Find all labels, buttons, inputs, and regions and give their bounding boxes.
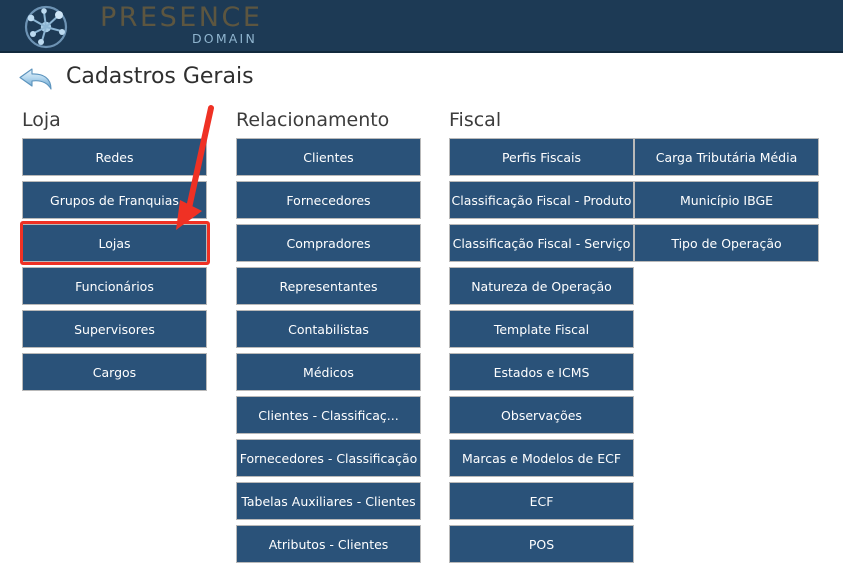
menu-button-cargos[interactable]: Cargos: [22, 353, 207, 391]
group-title-relacionamento: Relacionamento: [236, 109, 390, 131]
network-nodes-icon: [20, 3, 74, 51]
menu-button-observacoes[interactable]: Observações: [449, 396, 634, 434]
menu-button-estados-e-icms[interactable]: Estados e ICMS: [449, 353, 634, 391]
menu-button-fornecedores[interactable]: Fornecedores: [236, 181, 421, 219]
brand-wordmark: PRESENCE DOMAIN: [100, 1, 260, 51]
menu-button-pos[interactable]: POS: [449, 525, 634, 563]
brand-name-secondary: DOMAIN: [191, 31, 257, 46]
menu-button-classificacao-fiscal-servico[interactable]: Classificação Fiscal - Serviço: [449, 224, 634, 262]
menu-button-redes[interactable]: Redes: [22, 138, 207, 176]
menu-button-funcionarios[interactable]: Funcionários: [22, 267, 207, 305]
menu-button-tipo-de-operacao[interactable]: Tipo de Operação: [634, 224, 819, 262]
menu-button-atributos-clientes[interactable]: Atributos - Clientes: [236, 525, 421, 563]
menu-button-medicos[interactable]: Médicos: [236, 353, 421, 391]
back-arrow-icon[interactable]: [18, 64, 58, 94]
menu-button-contabilistas[interactable]: Contabilistas: [236, 310, 421, 348]
page-title: Cadastros Gerais: [66, 64, 254, 89]
brand-name-primary: PRESENCE: [100, 2, 263, 33]
menu-button-classificacao-fiscal-produto[interactable]: Classificação Fiscal - Produto: [449, 181, 634, 219]
menu-button-clientes[interactable]: Clientes: [236, 138, 421, 176]
menu-button-ecf[interactable]: ECF: [449, 482, 634, 520]
page-title-bar: Cadastros Gerais: [0, 60, 843, 102]
menu-button-marcas-e-modelos-de-ecf[interactable]: Marcas e Modelos de ECF: [449, 439, 634, 477]
menu-button-tabelas-auxiliares-clientes[interactable]: Tabelas Auxiliares - Clientes: [236, 482, 421, 520]
menu-button-compradores[interactable]: Compradores: [236, 224, 421, 262]
menu-button-template-fiscal[interactable]: Template Fiscal: [449, 310, 634, 348]
menu-button-lojas[interactable]: Lojas: [22, 224, 207, 262]
menu-button-fornecedores-classificacao[interactable]: Fornecedores - Classificação: [236, 439, 421, 477]
menu-button-grupos-de-franquias[interactable]: Grupos de Franquias: [22, 181, 207, 219]
group-title-fiscal: Fiscal: [449, 109, 502, 131]
menu-button-natureza-de-operacao[interactable]: Natureza de Operação: [449, 267, 634, 305]
menu-button-municipio-ibge[interactable]: Município IBGE: [634, 181, 819, 219]
menu-button-perfis-fiscais[interactable]: Perfis Fiscais: [449, 138, 634, 176]
group-title-loja: Loja: [22, 109, 61, 131]
menu-button-clientes-classificac[interactable]: Clientes - Classificaç...: [236, 396, 421, 434]
brand-header-bar: PRESENCE DOMAIN: [0, 0, 843, 53]
menu-button-supervisores[interactable]: Supervisores: [22, 310, 207, 348]
menu-button-representantes[interactable]: Representantes: [236, 267, 421, 305]
menu-button-carga-tributaria-media[interactable]: Carga Tributária Média: [634, 138, 819, 176]
